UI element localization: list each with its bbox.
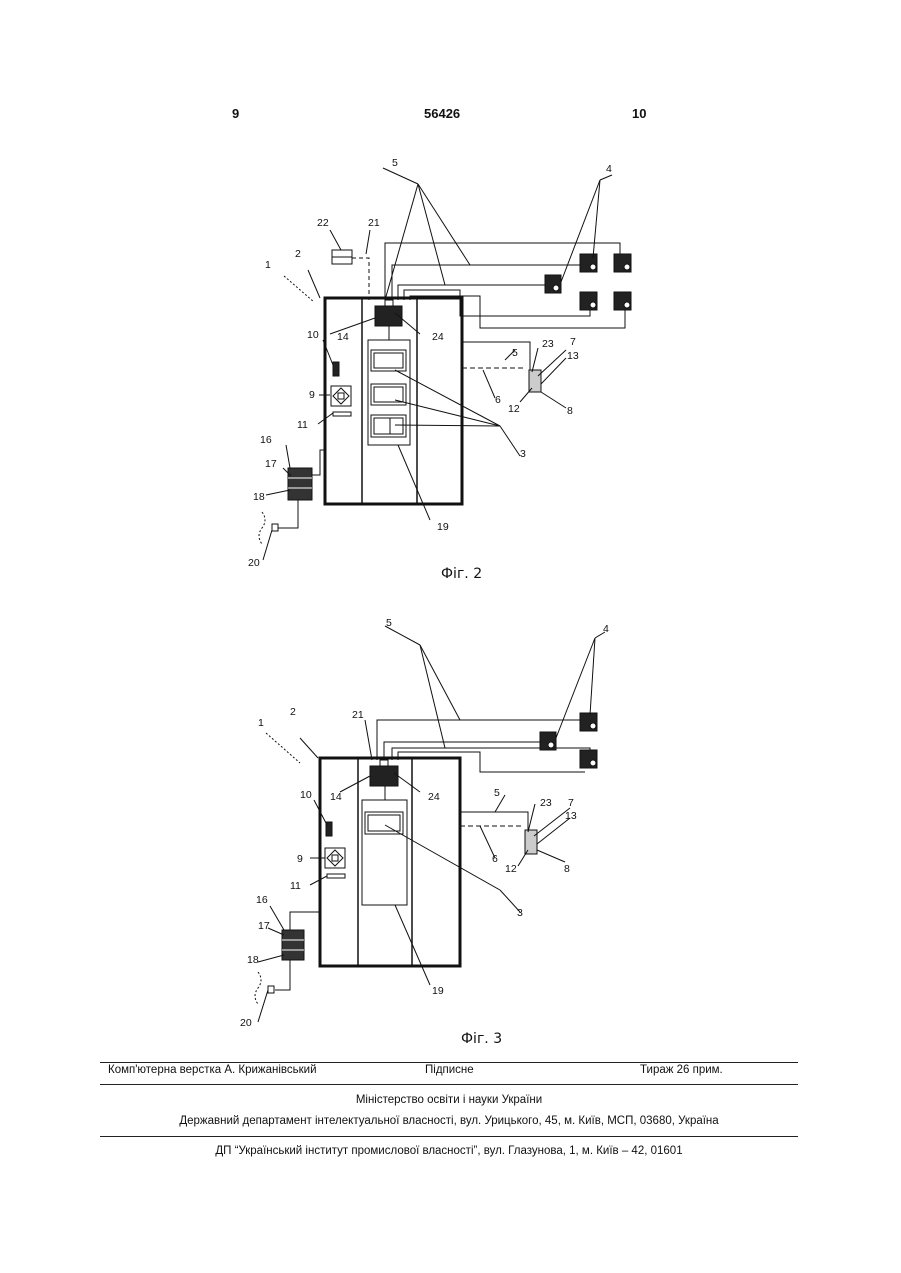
fig3-label-24: 24 [428, 791, 440, 803]
footer-rule-top [100, 1062, 798, 1063]
footer-rule-middle [100, 1084, 798, 1085]
fig2-label-19: 19 [437, 521, 449, 533]
fig3-label-16: 16 [256, 894, 268, 906]
fig2-label-18: 18 [253, 491, 265, 503]
fig2-label-5: 5 [392, 157, 398, 169]
figure-2-caption: Фіг. 2 [441, 566, 482, 582]
fig2-label-11: 11 [297, 419, 308, 431]
fig3-label-19: 19 [432, 985, 444, 997]
fig3-label-21: 21 [352, 709, 364, 721]
figure-3-drawing: 1 2 3 4 5 5 6 7 8 9 10 11 12 13 14 16 17… [0, 600, 901, 1050]
fig2-label-22: 22 [317, 217, 329, 229]
patent-number: 56426 [424, 106, 460, 121]
fig2-label-1: 1 [265, 259, 271, 271]
fig3-label-11: 11 [290, 880, 301, 892]
footer-rule-bottom [100, 1136, 798, 1137]
fig3-label-18: 18 [247, 954, 259, 966]
fig2-label-14: 14 [337, 331, 349, 343]
fig3-label-20: 20 [240, 1017, 252, 1029]
fig3-label-17: 17 [258, 920, 270, 932]
fig2-label-7: 7 [570, 336, 576, 348]
fig3-label-14: 14 [330, 791, 342, 803]
cabinet-outline-fig3 [320, 758, 460, 966]
page-number-left: 9 [232, 106, 239, 121]
fig3-label-6: 6 [492, 853, 498, 865]
camera-units [545, 254, 631, 310]
fig3-label-2: 2 [290, 706, 296, 718]
fig2-label-21: 21 [368, 217, 380, 229]
figure-2: 1 2 3 4 5 5 6 7 8 9 10 11 12 13 14 16 17… [0, 150, 901, 590]
fig2-label-3: 3 [520, 448, 526, 460]
fig3-label-5: 5 [386, 617, 392, 629]
fig2-label-10: 10 [307, 329, 319, 341]
fig3-label-4: 4 [603, 623, 609, 635]
fig3-label-12: 12 [505, 863, 517, 875]
fig2-label-13: 13 [567, 350, 579, 362]
fig3-label-9: 9 [297, 853, 303, 865]
fig2-label-5b: 5 [512, 347, 518, 359]
figure-2-drawing: 1 2 3 4 5 5 6 7 8 9 10 11 12 13 14 16 17… [0, 150, 901, 590]
fig3-label-8: 8 [564, 863, 570, 875]
fig2-label-24: 24 [432, 331, 444, 343]
figure-3: 1 2 3 4 5 5 6 7 8 9 10 11 12 13 14 16 17… [0, 600, 901, 1050]
department-line: Державний департамент інтелектуальної вл… [100, 1115, 798, 1127]
fig2-label-4: 4 [606, 163, 612, 175]
fig3-label-3: 3 [517, 907, 523, 919]
fig3-label-7: 7 [568, 797, 574, 809]
page-number-right: 10 [632, 106, 646, 121]
fig3-label-10: 10 [300, 789, 312, 801]
fig3-label-23: 23 [540, 797, 552, 809]
fig2-label-12: 12 [508, 403, 520, 415]
institute-line: ДП “Український інститут промислової вла… [100, 1145, 798, 1157]
composer-credit: Комп'ютерна верстка А. Крижанівський [108, 1064, 317, 1076]
fig2-label-8: 8 [567, 405, 573, 417]
fig3-label-13: 13 [565, 810, 577, 822]
fig3-label-5b: 5 [494, 787, 500, 799]
fig2-label-6: 6 [495, 394, 501, 406]
fig2-label-23: 23 [542, 338, 554, 350]
fig2-label-9: 9 [309, 389, 315, 401]
circulation-note: Тираж 26 прим. [640, 1064, 723, 1076]
ministry-line: Міністерство освіти і науки України [100, 1094, 798, 1106]
signed-note: Підписне [425, 1064, 474, 1076]
fig2-label-2: 2 [295, 248, 301, 260]
figure-3-caption: Фіг. 3 [461, 1031, 502, 1047]
fig2-label-20: 20 [248, 557, 260, 569]
fig3-label-1: 1 [258, 717, 264, 729]
fig2-label-16: 16 [260, 434, 272, 446]
fig2-label-17: 17 [265, 458, 277, 470]
